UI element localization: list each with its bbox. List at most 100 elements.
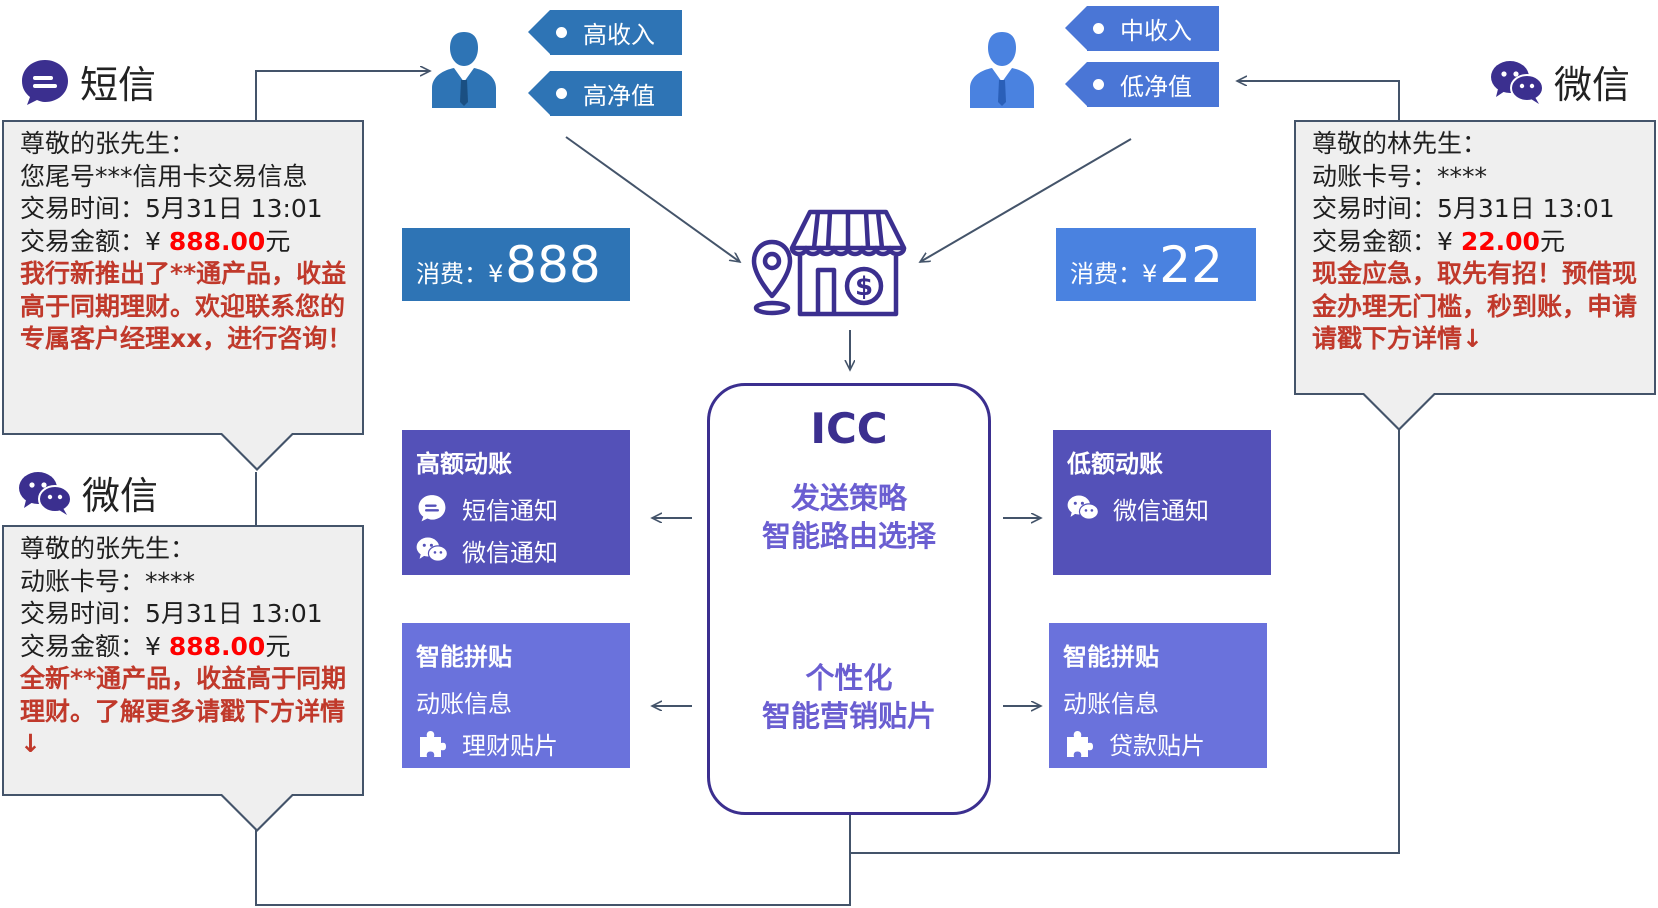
card-high-amount: 高额动账 短信通知 微信通知: [402, 430, 630, 575]
right-user-line: [1237, 81, 1400, 120]
message-line: 交易时间：5月31日 13:01: [1312, 194, 1615, 223]
message-line: 动账卡号：****: [20, 566, 196, 596]
tag-mid-income: 中收入: [1065, 6, 1219, 51]
message-line: 交易时间：5月31日 13:01: [20, 194, 323, 223]
message-line: 尊敬的林先生：: [1312, 129, 1488, 158]
channel-label: 短信: [80, 63, 157, 107]
promo-line: 高于同期理财。欢迎联系您的: [20, 291, 346, 321]
left-sms-message-bubble: 尊敬的张先生： 您尾号***信用卡交易信息 交易时间：5月31日 13:01 交…: [2, 120, 364, 471]
tag-dot-icon: [556, 27, 567, 38]
tag-high-income: 高收入: [528, 10, 682, 55]
amount-prefix: 交易金额：¥: [20, 631, 169, 661]
card-row: 理财贴片: [416, 722, 616, 764]
icc-title: ICC: [810, 404, 888, 453]
bubble-tail-inner: [221, 793, 293, 829]
tag-label: 低净值: [1120, 73, 1192, 101]
amount-prefix: 交易金额：¥: [1312, 226, 1461, 256]
card-row-label: 理财贴片: [462, 731, 558, 760]
amount-prefix: 交易金额：¥: [20, 226, 169, 256]
card-row-label: 短信通知: [462, 496, 558, 525]
left-wechat-message-bubble: 尊敬的张先生： 动账卡号：**** 交易时间：5月31日 13:01 交易金额：…: [2, 525, 364, 832]
businessman-icon: [970, 32, 1034, 108]
icc-marketing-line: 个性化: [805, 661, 893, 695]
card-title: 智能拼贴: [416, 643, 512, 671]
card-row-plain: 动账信息: [416, 689, 512, 718]
channel-label: 微信: [82, 474, 159, 518]
card-title: 低额动账: [1067, 450, 1163, 478]
tag-label: 高收入: [583, 21, 655, 49]
svg-text:$: $: [855, 272, 873, 302]
left-user-line: [255, 71, 430, 120]
card-row: 微信通知: [416, 529, 616, 571]
promo-line: 金办理无门槛，秒到账，申请: [1312, 291, 1638, 321]
tag-dot-icon: [1093, 23, 1104, 34]
message-line: 动账卡号：****: [1312, 161, 1488, 191]
arrow-user-right-store: [920, 138, 1132, 262]
message-amount-line: 交易金额：¥ 888.00元: [20, 226, 348, 259]
tag-dot-icon: [556, 88, 567, 99]
promo-line: 请戳下方详情↓: [1312, 324, 1483, 353]
card-row-plain: 动账信息: [1063, 689, 1159, 718]
left-sms-channel-header: 短信: [20, 54, 156, 109]
message-amount-line: 交易金额：¥ 888.00元: [20, 631, 348, 664]
wechat-icon: [19, 471, 72, 515]
card-smart-patch-right: 智能拼贴 动账信息 贷款贴片: [1049, 623, 1267, 768]
right-wechat-message-bubble: 尊敬的林先生： 动账卡号：**** 交易时间：5月31日 13:01 交易金额：…: [1294, 120, 1656, 431]
amount-value: 22.00: [1460, 226, 1540, 256]
spend-left-box: 消费：¥ 888: [402, 228, 630, 301]
message-line: 尊敬的张先生：: [20, 534, 196, 563]
card-title: 高额动账: [416, 450, 512, 478]
bubble-tail-inner: [221, 432, 293, 468]
amount-suffix: 元: [1539, 226, 1565, 256]
wechat-icon: [1067, 493, 1099, 523]
bubble-tail-inner: [1363, 392, 1435, 428]
spend-label: 消费：¥: [416, 260, 504, 288]
spend-label: 消费：¥: [1070, 260, 1158, 288]
sms-chat-icon: [22, 59, 68, 105]
tag-label: 中收入: [1120, 17, 1192, 45]
icc-marketing-block: 个性化 智能营销贴片: [710, 659, 988, 735]
promo-line: 现金应急，取先有招！预借现: [1312, 259, 1638, 288]
channel-label: 微信: [1554, 63, 1631, 107]
spend-value: 888: [505, 235, 601, 294]
tag-dot-icon: [1093, 79, 1104, 90]
businessman-icon: [432, 32, 496, 108]
promo-line: 理财。了解更多请戳下方详情: [20, 696, 346, 726]
right-wechat-channel-header: 微信: [1490, 54, 1630, 109]
card-row-label: 贷款贴片: [1109, 731, 1205, 760]
arrow-user-left-store: [565, 136, 740, 262]
tag-label: 高净值: [583, 82, 655, 110]
amount-value: 888.00: [168, 226, 266, 256]
wechat-icon: [1491, 60, 1544, 104]
card-row: 贷款贴片: [1063, 722, 1253, 764]
puzzle-icon: [1063, 728, 1095, 758]
message-line: 您尾号***信用卡交易信息: [20, 161, 308, 191]
amount-value: 888.00: [168, 631, 266, 661]
card-row: 微信通知: [1067, 487, 1257, 529]
promo-line: 全新**通产品，收益高于同期: [20, 664, 347, 693]
amount-suffix: 元: [265, 631, 291, 661]
tag-high-net-worth: 高净值: [528, 71, 682, 116]
message-amount-line: 交易金额：¥ 22.00元: [1312, 226, 1640, 259]
promo-line: ↓: [20, 729, 41, 758]
wechat-icon: [416, 535, 448, 565]
right-feedback-line: [849, 428, 1400, 854]
left-feedback-line: [255, 796, 851, 906]
sms-chat-icon: [416, 493, 448, 523]
card-title: 智能拼贴: [1063, 643, 1159, 671]
spend-right-box: 消费：¥ 22: [1056, 228, 1256, 301]
card-low-amount: 低额动账 微信通知: [1053, 430, 1271, 575]
amount-suffix: 元: [265, 226, 291, 256]
icc-routing-block: 发送策略 智能路由选择: [710, 479, 988, 555]
store-location-icon: $: [751, 209, 907, 317]
puzzle-icon: [416, 728, 448, 758]
card-smart-patch-left: 智能拼贴 动账信息 理财贴片: [402, 623, 630, 768]
icc-routing-line: 智能路由选择: [761, 519, 936, 553]
message-line: 尊敬的张先生：: [20, 129, 196, 158]
message-line: 交易时间：5月31日 13:01: [20, 599, 323, 628]
icc-engine-box: ICC 发送策略 智能路由选择 个性化 智能营销贴片: [707, 383, 991, 815]
card-row: 短信通知: [416, 487, 616, 529]
icc-routing-line: 发送策略: [790, 481, 907, 515]
left-wechat-channel-header: 微信: [18, 465, 158, 520]
